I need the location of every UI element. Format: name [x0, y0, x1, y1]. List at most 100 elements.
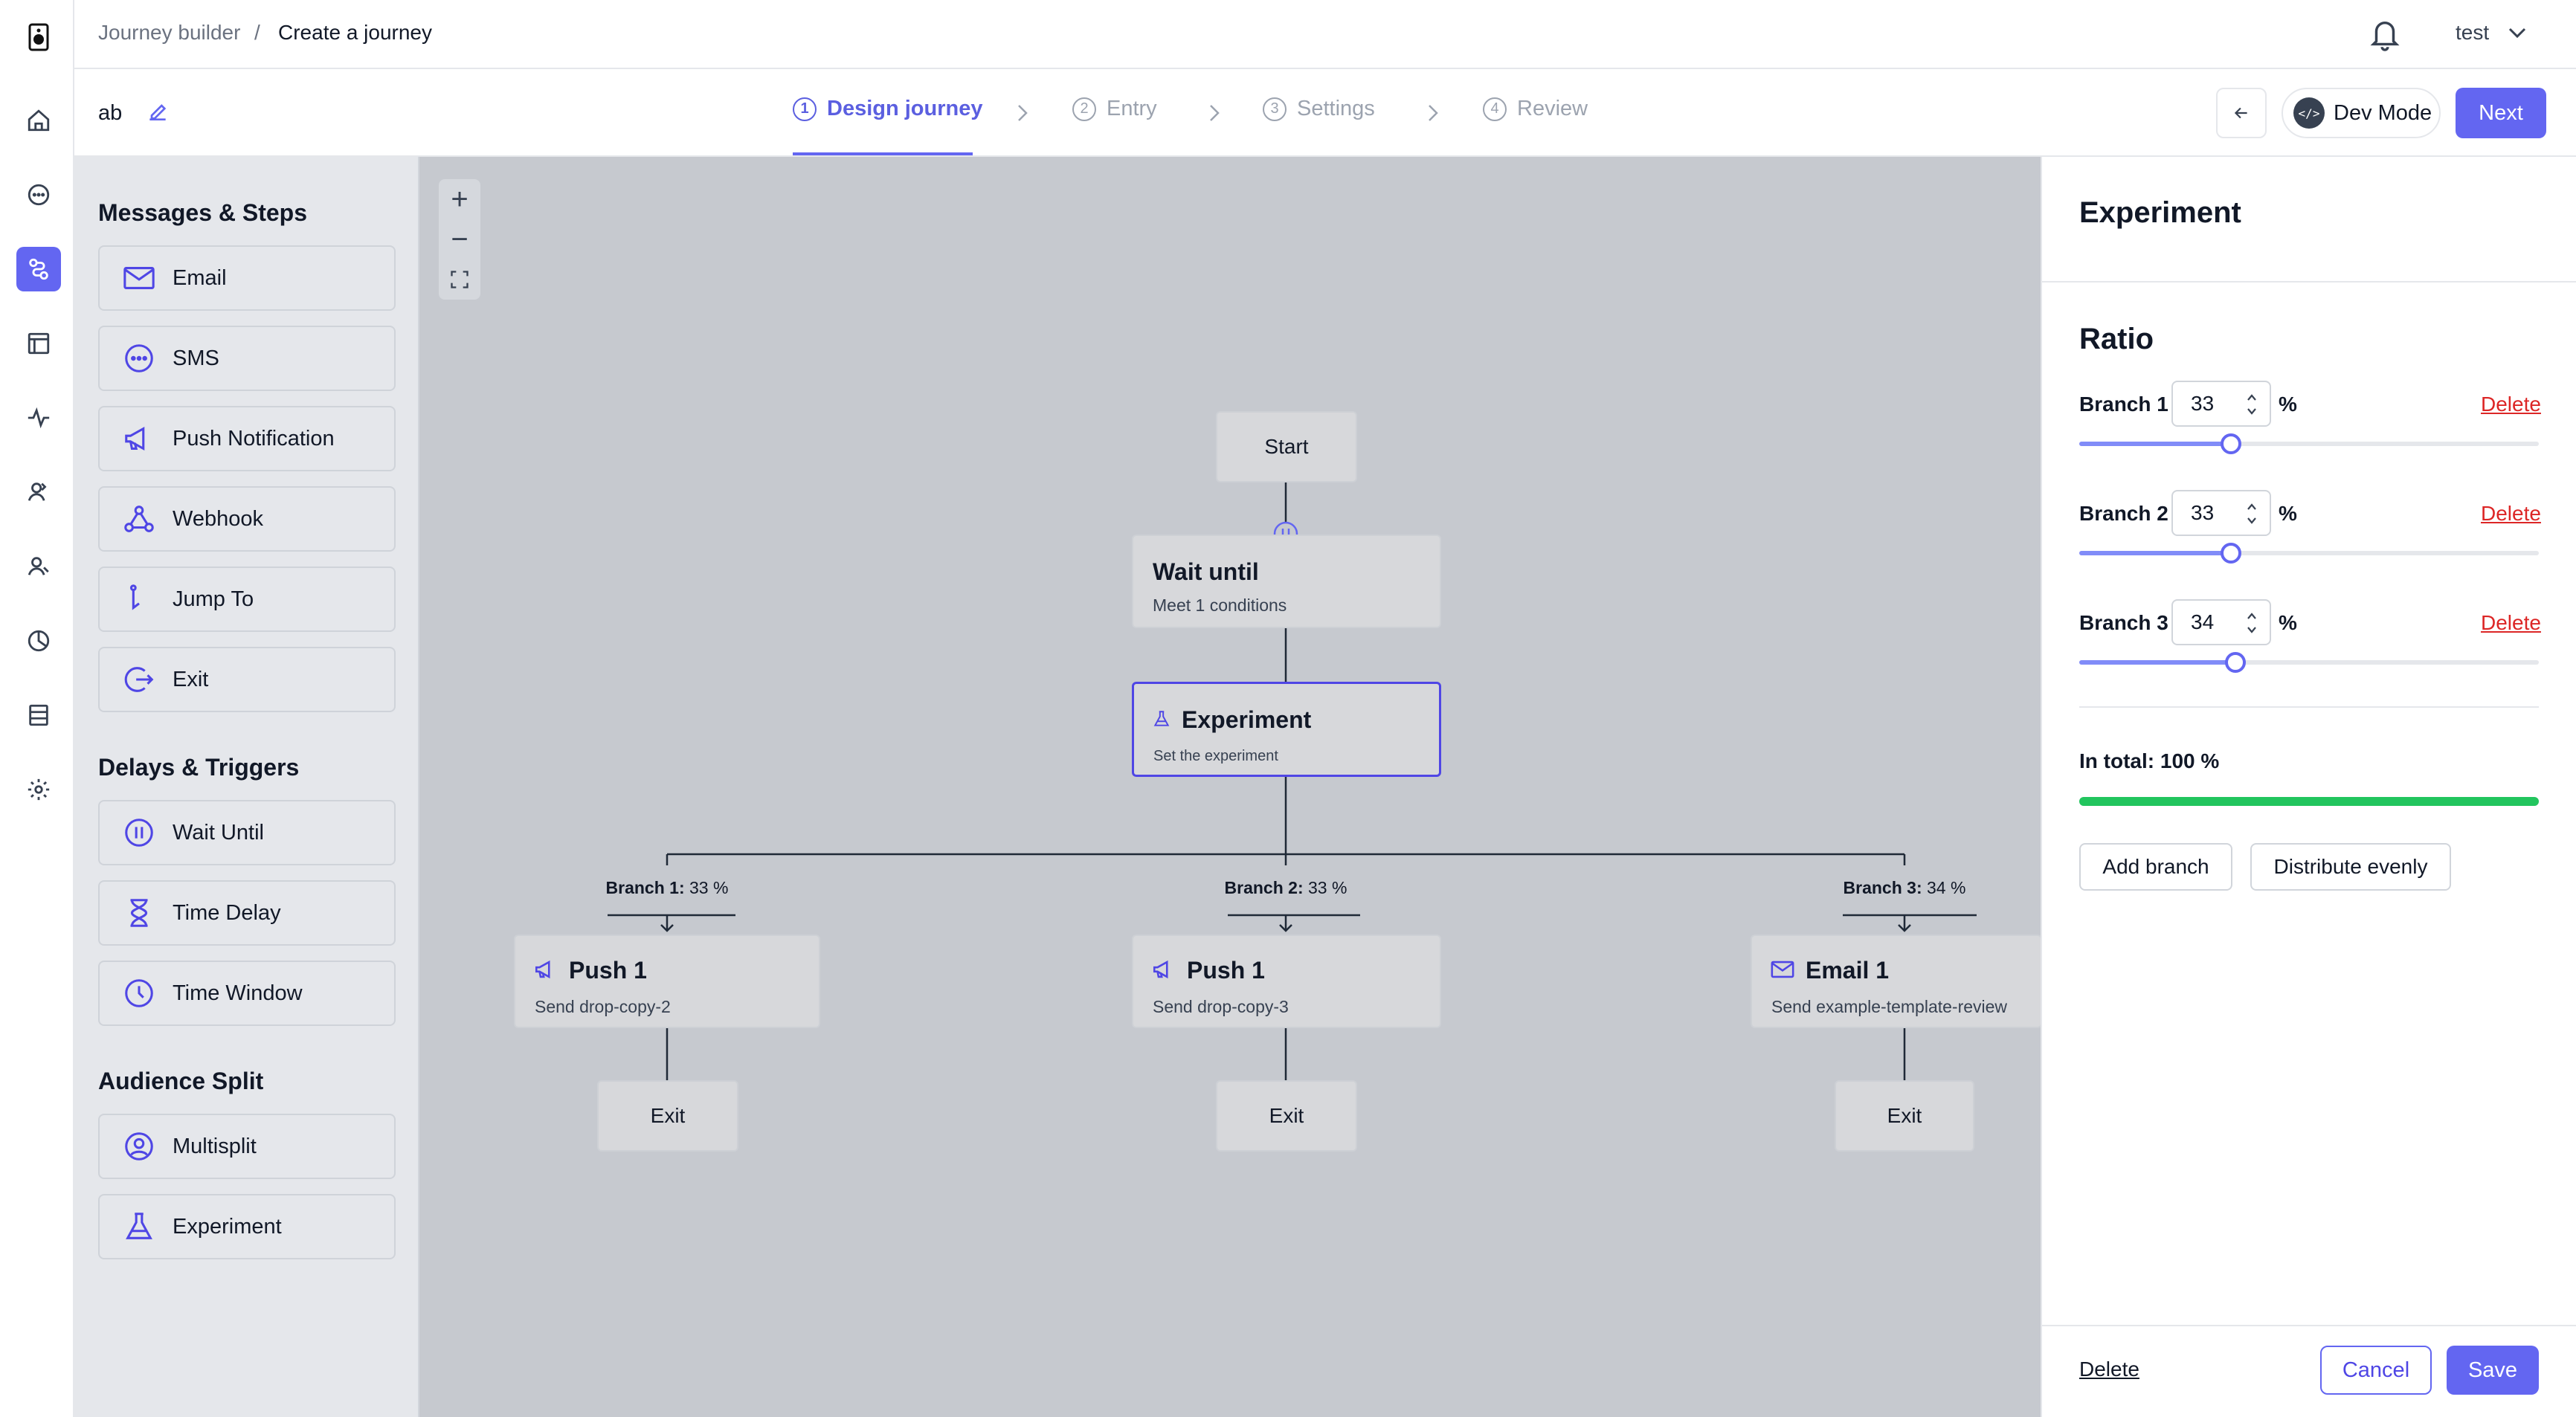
branch-2-ratio-input[interactable]: 33 — [2171, 490, 2271, 536]
node-start[interactable]: Start — [1216, 411, 1357, 482]
palette-item-experiment[interactable]: Experiment — [98, 1194, 396, 1259]
palette-item-label: Experiment — [173, 1214, 282, 1239]
step-settings[interactable]: 3 Settings — [1263, 97, 1375, 121]
journey-canvas[interactable]: + − Start Wait until Meet 1 conditions E… — [419, 157, 2041, 1417]
spinner-icon[interactable] — [2244, 499, 2259, 529]
node-title: Wait until — [1153, 558, 1259, 585]
node-title: Email 1 — [1806, 957, 1890, 984]
node-subtitle: Set the experiment — [1153, 748, 1278, 764]
node-push-1-branch-1[interactable]: Push 1 Send drop-copy-2 — [514, 935, 820, 1028]
node-title: Push 1 — [1187, 957, 1265, 984]
zoom-in-button[interactable]: + — [451, 182, 468, 216]
section-title-messages: Messages & Steps — [98, 199, 308, 226]
mail-icon — [1771, 961, 1794, 978]
node-email-1-branch-3[interactable]: Email 1 Send example-template-review — [1751, 935, 2041, 1028]
branch-2-delete-link[interactable]: Delete — [2481, 502, 2541, 525]
branch-3-delete-link[interactable]: Delete — [2481, 611, 2541, 634]
distribute-evenly-button[interactable]: Distribute evenly — [2250, 843, 2451, 891]
zoom-out-button[interactable]: − — [451, 222, 468, 256]
database-icon[interactable] — [16, 693, 61, 737]
node-exit-branch-2[interactable]: Exit — [1216, 1080, 1357, 1152]
back-button[interactable] — [2216, 88, 2267, 138]
slider-thumb[interactable] — [2220, 543, 2241, 564]
palette-item-time-window[interactable]: Time Window — [98, 961, 396, 1026]
spinner-icon[interactable] — [2244, 608, 2259, 638]
palette-item-exit[interactable]: Exit — [98, 647, 396, 712]
node-wait-until[interactable]: Wait until Meet 1 conditions — [1132, 535, 1441, 628]
add-branch-button[interactable]: Add branch — [2079, 843, 2232, 891]
node-experiment[interactable]: Experiment Set the experiment — [1132, 682, 1441, 777]
bell-icon[interactable] — [2368, 15, 2402, 54]
node-subtitle: Send drop-copy-3 — [1153, 997, 1289, 1016]
palette-item-label: Webhook — [173, 506, 263, 531]
save-button[interactable]: Save — [2447, 1346, 2539, 1395]
node-title: Push 1 — [569, 957, 647, 984]
branch-2-slider[interactable] — [2079, 543, 2539, 564]
node-exit-branch-1[interactable]: Exit — [597, 1080, 738, 1152]
logo-icon[interactable] — [16, 15, 61, 59]
palette-item-webhook[interactable]: Webhook — [98, 486, 396, 552]
percent-sign: % — [2279, 502, 2297, 525]
palette-item-email[interactable]: Email — [98, 245, 396, 311]
step-number: 3 — [1263, 97, 1287, 121]
section-title-audience: Audience Split — [98, 1068, 264, 1094]
step-design-journey[interactable]: 1 Design journey — [793, 97, 983, 121]
palette-item-jump-to[interactable]: Jump To — [98, 567, 396, 632]
expand-icon — [451, 271, 468, 288]
branch-1-slider[interactable] — [2079, 433, 2539, 454]
experiment-settings-panel — [2041, 157, 2576, 1417]
flask-icon — [126, 1213, 152, 1239]
chevron-down-icon[interactable] — [2506, 24, 2528, 42]
palette-item-sms[interactable]: SMS — [98, 326, 396, 391]
step-number: 2 — [1072, 97, 1096, 121]
palette-item-time-delay[interactable]: Time Delay — [98, 880, 396, 946]
fit-view-button[interactable] — [439, 259, 480, 300]
chat-bubble-icon — [125, 344, 153, 372]
segments-icon[interactable] — [16, 470, 61, 514]
user-name[interactable]: test — [2456, 21, 2490, 44]
cancel-button[interactable]: Cancel — [2320, 1346, 2432, 1395]
activity-icon[interactable] — [16, 396, 61, 440]
user-circle-icon — [125, 1132, 153, 1161]
palette-item-multisplit[interactable]: Multisplit — [98, 1114, 396, 1179]
code-icon: </> — [2293, 97, 2325, 129]
slider-thumb[interactable] — [2225, 652, 2247, 673]
section-title-delays: Delays & Triggers — [98, 754, 300, 781]
percent-sign: % — [2279, 393, 2297, 416]
palette-item-label: Email — [173, 265, 227, 290]
home-icon[interactable] — [16, 98, 61, 143]
settings-icon[interactable] — [16, 767, 61, 812]
analytics-icon[interactable] — [16, 619, 61, 663]
journey-name: ab — [98, 101, 123, 125]
breadcrumb-parent[interactable]: Journey builder — [98, 21, 241, 44]
top-header — [74, 0, 2576, 69]
pencil-icon[interactable] — [146, 100, 170, 123]
chat-icon[interactable] — [16, 172, 61, 217]
slider-thumb[interactable] — [2220, 433, 2241, 454]
palette-item-wait-until[interactable]: Wait Until — [98, 800, 396, 865]
people-icon[interactable] — [16, 544, 61, 589]
dev-mode-button[interactable]: </> Dev Mode — [2282, 88, 2441, 138]
palette-item-push-notification[interactable]: Push Notification — [98, 406, 396, 471]
delete-step-link[interactable]: Delete — [2079, 1358, 2139, 1381]
branch-1-ratio-input[interactable]: 33 — [2171, 381, 2271, 427]
templates-icon[interactable] — [16, 321, 61, 366]
journeys-icon[interactable] — [16, 247, 61, 291]
branch-1-delete-link[interactable]: Delete — [2481, 393, 2541, 416]
branch-3-slider[interactable] — [2079, 652, 2539, 673]
connector-split-drops — [666, 854, 1906, 865]
node-push-1-branch-2[interactable]: Push 1 Send drop-copy-3 — [1132, 935, 1441, 1028]
megaphone-icon — [1153, 960, 1168, 979]
pause-circle-icon — [125, 819, 153, 847]
node-subtitle: Send example-template-review — [1771, 997, 2008, 1016]
branch-3-ratio-input[interactable]: 34 — [2171, 599, 2271, 645]
next-button[interactable]: Next — [2456, 88, 2546, 138]
step-entry[interactable]: 2 Entry — [1072, 97, 1157, 121]
node-exit-branch-3[interactable]: Exit — [1835, 1080, 1974, 1152]
panel-divider — [2079, 706, 2539, 708]
percent-sign: % — [2279, 611, 2297, 634]
step-review[interactable]: 4 Review — [1483, 97, 1588, 121]
journey-toolbar — [74, 69, 2576, 157]
spinner-icon[interactable] — [2244, 390, 2259, 419]
palette-item-label: SMS — [173, 346, 219, 370]
